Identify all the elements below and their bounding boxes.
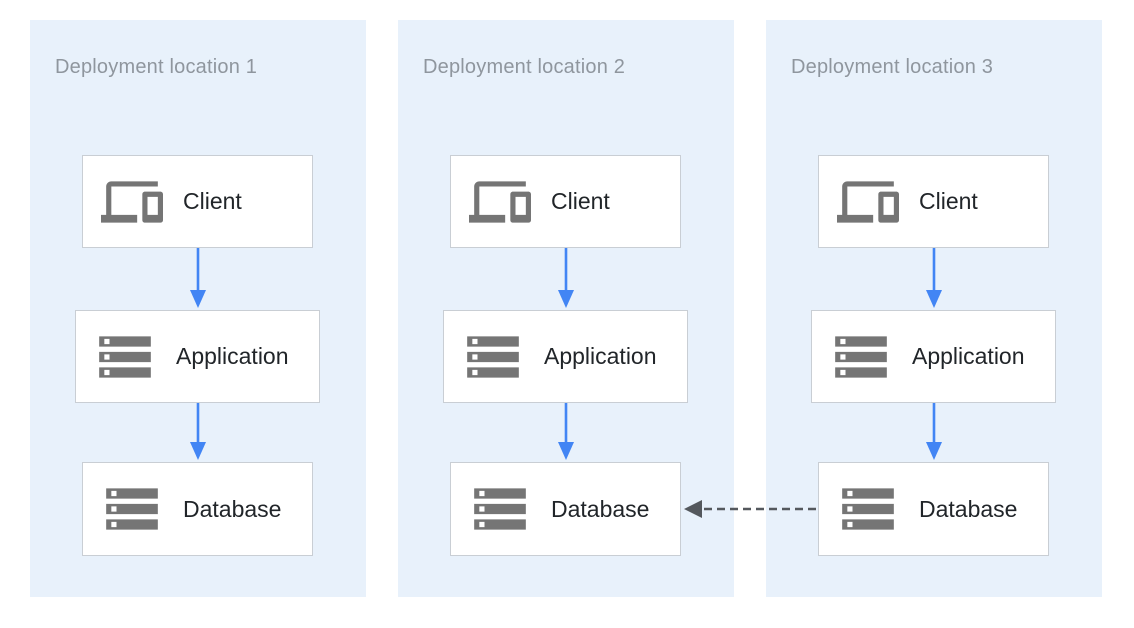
node-label: Database [183,495,282,522]
servers-icon [462,326,524,388]
client-node-2: Client [450,155,681,248]
database-node-2: Database [450,462,681,556]
servers-icon [101,478,163,540]
servers-icon [94,326,156,388]
devices-icon [469,171,531,233]
servers-icon [830,326,892,388]
node-label: Application [544,343,657,369]
deployment-zone-1: Deployment location 1 Client Application… [30,20,366,597]
node-label: Client [551,188,610,214]
servers-icon [837,478,899,540]
application-node-3: Application [811,310,1056,403]
deployment-zone-2: Deployment location 2 Client Application… [398,20,734,597]
zone-1-title: Deployment location 1 [55,56,258,78]
node-label: Application [176,343,289,369]
node-label: Client [919,188,978,214]
devices-icon [101,171,163,233]
zone-2-title: Deployment location 2 [423,56,626,78]
node-label: Application [912,343,1025,369]
node-label: Database [551,495,650,522]
node-label: Database [919,495,1018,522]
devices-icon [837,171,899,233]
application-node-1: Application [75,310,320,403]
database-node-1: Database [82,462,313,556]
database-node-3: Database [818,462,1049,556]
deployment-zone-3: Deployment location 3 Client Application… [766,20,1102,597]
application-node-2: Application [443,310,688,403]
client-node-1: Client [82,155,313,248]
client-node-3: Client [818,155,1049,248]
zone-3-title: Deployment location 3 [791,56,994,78]
node-label: Client [183,188,242,214]
servers-icon [469,478,531,540]
